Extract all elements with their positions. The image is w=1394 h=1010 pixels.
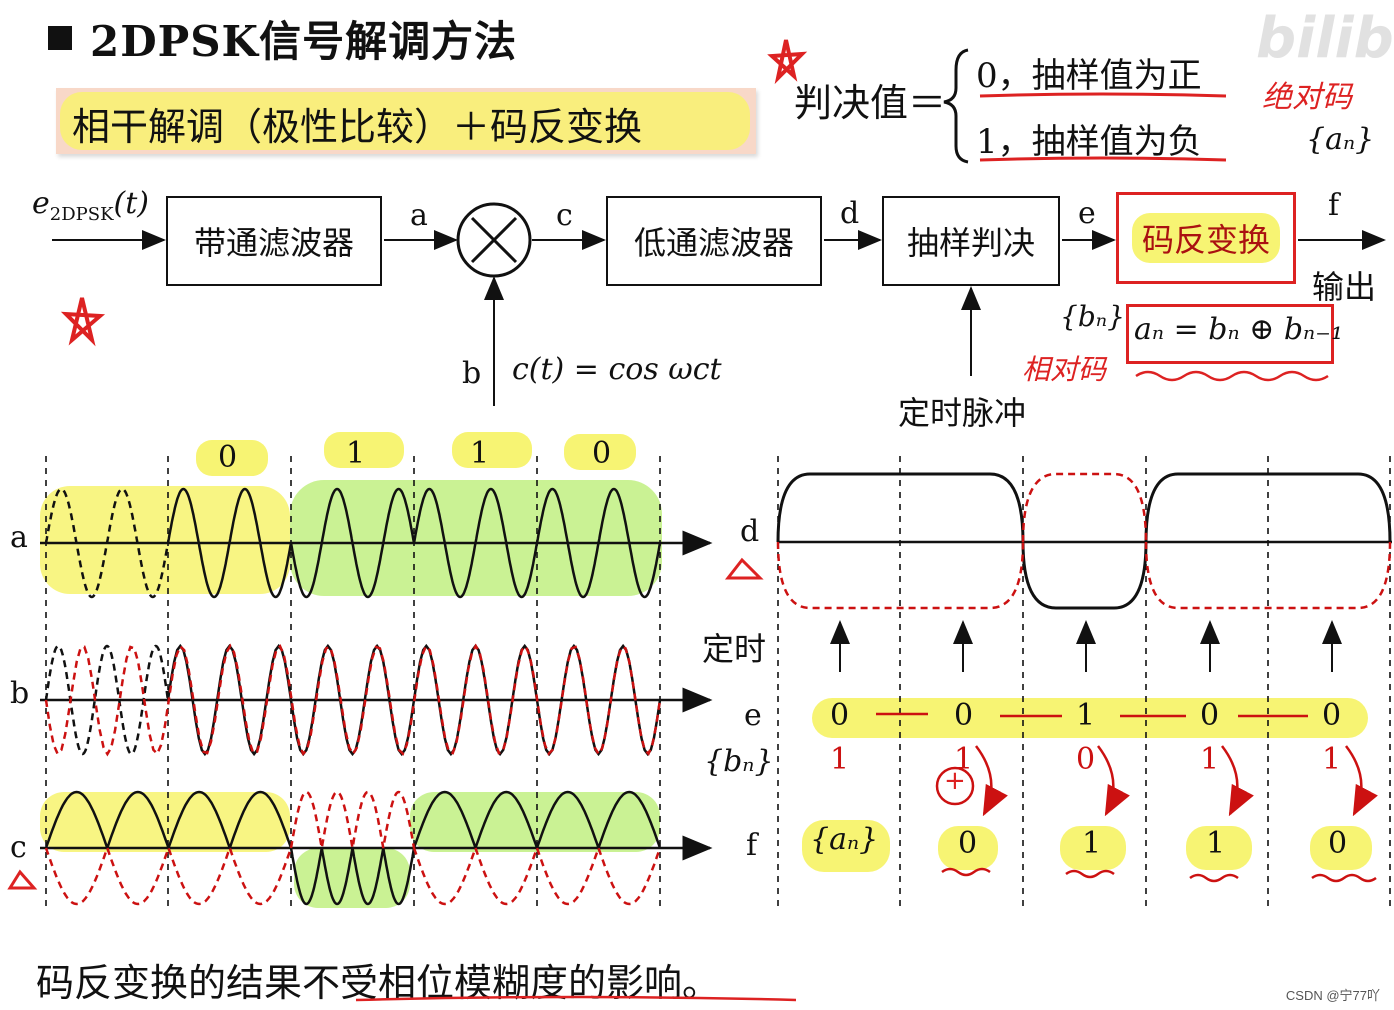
triangle-note-icon (7, 869, 38, 890)
bit-label-3: 0 (592, 436, 612, 471)
wire-label-b: b (462, 356, 482, 391)
decision-case-1: 1，抽样值为负 (976, 122, 1202, 162)
bn-set-note: {bₙ} (1060, 300, 1125, 333)
method-highlight (60, 92, 750, 150)
decision-brace (943, 48, 969, 164)
wire-label-c: c (556, 198, 573, 233)
f-value: 0 (1328, 826, 1348, 861)
an-set-note: {aₙ} (1306, 122, 1375, 157)
bit-label-1: 1 (346, 436, 366, 471)
bit-highlight (564, 434, 636, 470)
an-set-label: {aₙ} (810, 822, 879, 857)
row-label-e: e (744, 698, 762, 733)
bn-value: 1 (830, 742, 850, 777)
f-value: 1 (1082, 826, 1102, 861)
bandpass-filter-block: 带通滤波器 (166, 196, 382, 286)
wire-label-f: f (1328, 188, 1340, 223)
xor-plus-note: + (944, 766, 966, 796)
f-value: 1 (1206, 826, 1226, 861)
row-label-b: b (10, 676, 30, 711)
wire-label-a: a (410, 198, 428, 233)
wave-c-segment (44, 790, 293, 852)
bit-highlight (196, 440, 268, 476)
e-value: 0 (830, 698, 850, 733)
wave-a-segment (412, 487, 539, 599)
row-label-d: d (740, 514, 760, 549)
wave-a-segment (166, 487, 293, 599)
triangle-note-icon (724, 557, 764, 580)
e-value: 0 (954, 698, 974, 733)
an-highlight (802, 820, 890, 872)
wave-c-segment (289, 790, 416, 849)
bn-value: 1 (1200, 742, 1220, 777)
f-highlight (1060, 826, 1126, 870)
wire-label-d: d (840, 196, 860, 231)
carrier-label: c(t) = cos ωct (512, 352, 722, 387)
wave-c-segment (289, 847, 416, 906)
wave-c-segment (412, 844, 662, 906)
conclusion-text: 码反变换的结果不受相位模糊度的影响。 (36, 961, 721, 1005)
timing-short-label: 定时 (702, 630, 767, 668)
page-title: 2DPSK信号解调方法 (48, 8, 517, 69)
rel-code-note: 相对码 (1022, 353, 1107, 386)
wave-c-segment (44, 844, 293, 906)
e-value: 0 (1322, 698, 1342, 733)
row-label-bn: {bₙ} (704, 744, 774, 779)
method-text: 相干解调（极性比较）＋码反变换 (72, 105, 643, 149)
wire-label-e: e (1078, 196, 1096, 231)
bullet-square-icon (48, 26, 72, 50)
formula-text: aₙ = bₙ ⊕ bₙ₋₁ (1134, 312, 1344, 347)
f-value: 0 (958, 826, 978, 861)
bn-value: 0 (1076, 742, 1096, 777)
e-row-highlight (812, 698, 1368, 738)
star-icon (60, 297, 106, 347)
row-label-a: a (10, 520, 28, 555)
wave-a-segment (289, 487, 416, 599)
abs-code-note: 绝对码 (1262, 80, 1352, 115)
e-value: 1 (1076, 698, 1096, 733)
bn-value: 1 (1322, 742, 1342, 777)
bit-label-0: 0 (218, 440, 238, 475)
wave-c-segment (412, 790, 662, 852)
wave-a-segment (44, 487, 170, 599)
formula-box (1126, 304, 1334, 364)
bit-label-2: 1 (470, 436, 490, 471)
code-inverse-block: 码反变换 (1116, 192, 1296, 284)
formula-underline (1135, 370, 1329, 382)
decision-label: 判决值＝ (794, 81, 947, 125)
wave-b-segment (44, 644, 170, 756)
row-label-f: f (746, 828, 758, 863)
d-wave-dashed (776, 472, 1392, 610)
row-label-c: c (10, 830, 27, 865)
bit-highlight (324, 432, 404, 468)
d-wave-solid (776, 472, 1392, 610)
csdn-watermark: CSDN @宁77吖 (1285, 988, 1380, 1003)
wave-b-segment (166, 643, 662, 757)
bit-highlight (452, 432, 532, 468)
decision-case-0: 0，抽样值为正 (976, 56, 1202, 96)
f-highlight (938, 826, 998, 870)
e-value: 0 (1200, 698, 1220, 733)
wave-a-segment (535, 487, 662, 599)
timing-pulse-label: 定时脉冲 (898, 394, 1027, 432)
bilibili-watermark: bilibili (1256, 6, 1394, 71)
f-highlight (1186, 826, 1252, 870)
output-label: 输出 (1312, 268, 1377, 306)
input-signal-label: e2DPSK(t) (32, 186, 150, 225)
multiplier-icon (456, 202, 532, 278)
lowpass-filter-block: 低通滤波器 (606, 196, 822, 286)
sample-decision-block: 抽样判决 (882, 196, 1060, 286)
f-highlight (1310, 826, 1372, 870)
wave-b-inverted (44, 643, 662, 757)
